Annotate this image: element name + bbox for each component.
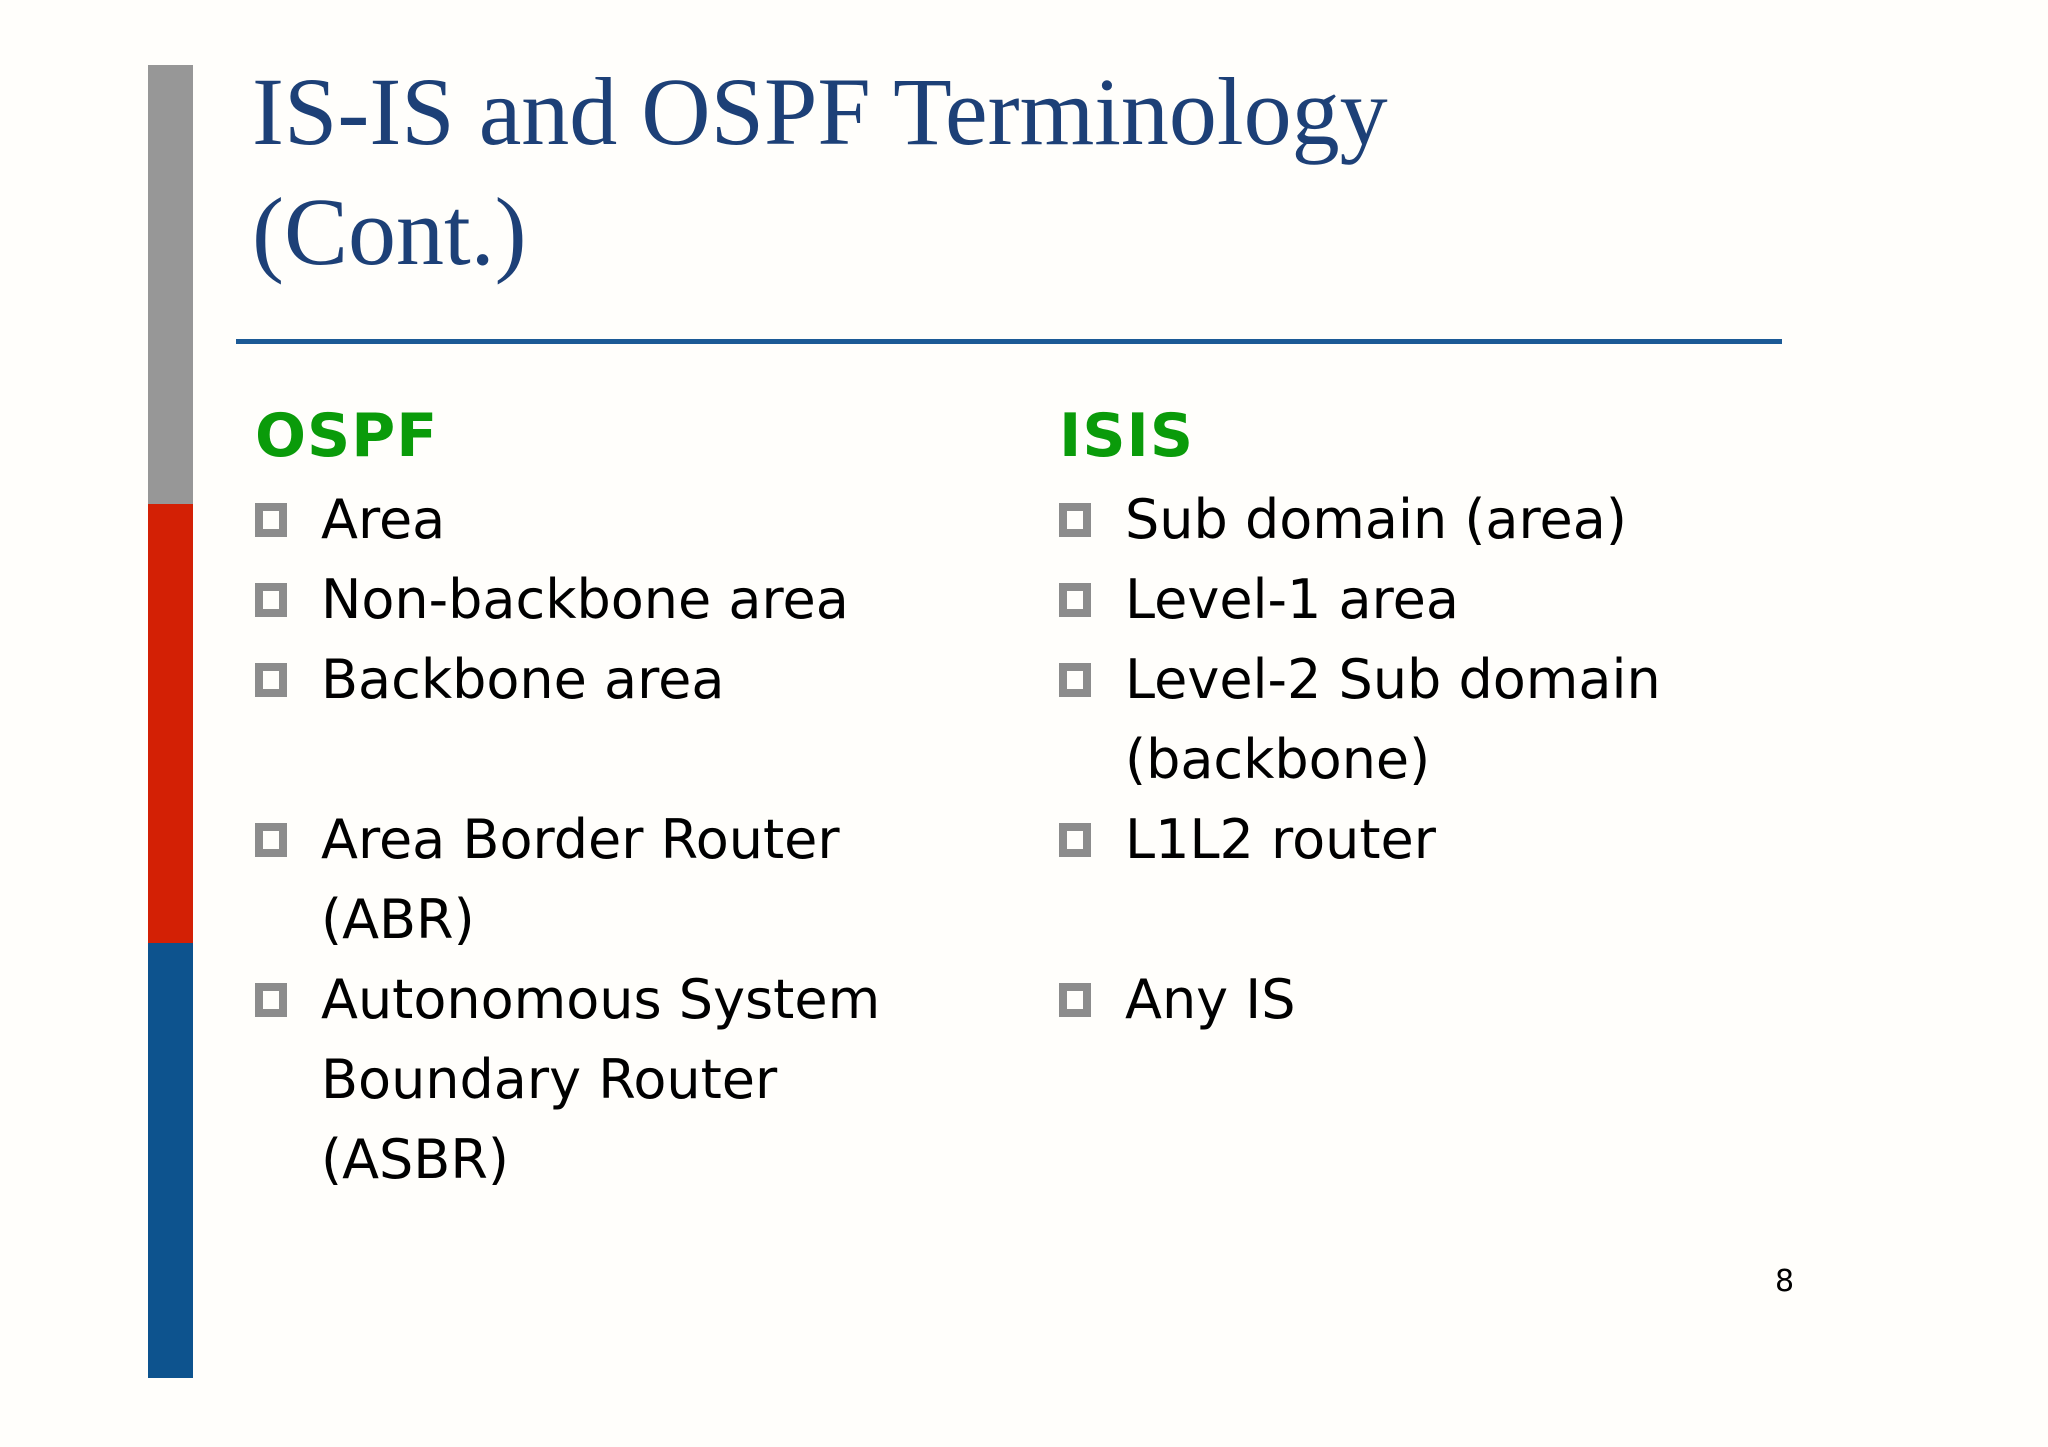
list-item-line: Area Border Router [321, 808, 840, 871]
isis-column: ISIS Sub domain (area) Level-1 area Leve… [1059, 392, 1759, 1040]
list-item-line: Autonomous System [321, 968, 881, 1031]
title-underline-rule [236, 339, 1782, 344]
square-bullet-icon [255, 823, 287, 857]
square-bullet-icon [255, 503, 287, 537]
list-item-text: Any IS [1125, 960, 1296, 1040]
list-item: Any IS [1059, 960, 1759, 1040]
list-item-text: Autonomous System Boundary Router (ASBR) [321, 960, 880, 1200]
isis-column-header: ISIS [1059, 401, 1195, 471]
accent-bar-red-segment [148, 504, 193, 943]
ospf-column: OSPF Area Non-backbone area Backbone are… [255, 392, 975, 1200]
list-item: Sub domain (area) [1059, 480, 1759, 560]
list-item-line: Level-1 area [1125, 568, 1459, 631]
list-item-text: Level-1 area [1125, 560, 1459, 640]
square-bullet-icon [1059, 503, 1091, 537]
list-item-text: Backbone area [321, 640, 724, 720]
list-item-line: L1L2 router [1125, 808, 1436, 871]
square-bullet-icon [255, 663, 287, 697]
slide-title-line-2: (Cont.) [252, 178, 527, 285]
list-item-text: Non-backbone area [321, 560, 849, 640]
page-number: 8 [1775, 1264, 1795, 1299]
ospf-column-header: OSPF [255, 401, 439, 471]
list-item-line: (backbone) [1125, 728, 1431, 791]
left-accent-bar [148, 65, 193, 1378]
square-bullet-icon [1059, 983, 1091, 1017]
list-item-text: Area [321, 480, 445, 560]
list-item-line: Non-backbone area [321, 568, 849, 631]
list-item: Non-backbone area [255, 560, 975, 640]
list-item: Area Border Router (ABR) [255, 800, 975, 960]
list-item-text: Sub domain (area) [1125, 480, 1627, 560]
square-bullet-icon [255, 983, 287, 1017]
slide-title: IS-IS and OSPF Terminology (Cont.) [252, 52, 1832, 292]
square-bullet-icon [255, 583, 287, 617]
list-item-line: Sub domain (area) [1125, 488, 1627, 551]
list-item: Level-2 Sub domain (backbone) [1059, 640, 1759, 800]
list-item: Level-1 area [1059, 560, 1759, 640]
list-item-line: Area [321, 488, 446, 551]
list-item-line: Level-2 Sub domain [1125, 648, 1661, 711]
list-item: Autonomous System Boundary Router (ASBR) [255, 960, 975, 1200]
list-item: Backbone area [255, 640, 975, 720]
list-item-line: (ASBR) [321, 1128, 509, 1191]
accent-bar-blue-segment [148, 943, 193, 1378]
square-bullet-icon [1059, 823, 1091, 857]
square-bullet-icon [1059, 663, 1091, 697]
accent-bar-gray-segment [148, 65, 193, 504]
list-item-text: L1L2 router [1125, 800, 1436, 880]
list-item-line: Any IS [1125, 968, 1296, 1031]
list-item: Area [255, 480, 975, 560]
list-item-text: Area Border Router (ABR) [321, 800, 840, 960]
list-item-text: Level-2 Sub domain (backbone) [1125, 640, 1661, 800]
square-bullet-icon [1059, 583, 1091, 617]
slide-title-line-1: IS-IS and OSPF Terminology [252, 58, 1388, 165]
list-item-line: (ABR) [321, 888, 475, 951]
list-item-line: Backbone area [321, 648, 725, 711]
list-item-line: Boundary Router [321, 1048, 778, 1111]
list-item: L1L2 router [1059, 800, 1759, 880]
